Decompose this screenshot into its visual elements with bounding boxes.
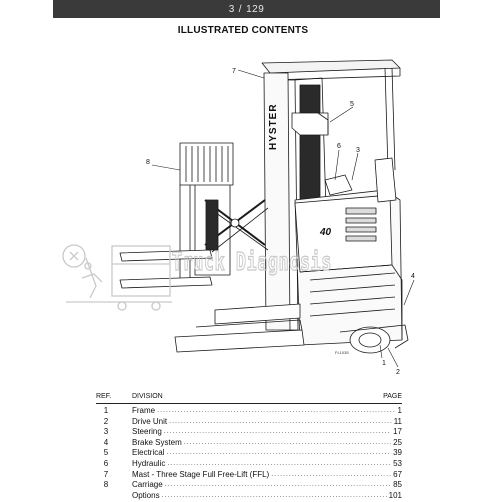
- leader-dots: ........................................…: [161, 491, 387, 499]
- leader-dots: ........................................…: [169, 417, 392, 425]
- toc-row[interactable]: 3 Steering..............................…: [96, 427, 402, 438]
- callout-1: 1: [382, 360, 386, 367]
- brand-decal: HYSTER: [268, 103, 279, 150]
- toc-row[interactable]: 2 Drive Unit............................…: [96, 416, 402, 428]
- leader-dots: ........................................…: [157, 407, 396, 414]
- toc-page: 85: [391, 480, 402, 491]
- leader-dots: ........................................…: [167, 459, 392, 467]
- toc-division: Mast - Three Stage Full Free-Lift (FFL): [132, 469, 272, 481]
- leader-dots: ........................................…: [164, 481, 391, 489]
- toc-division: Electrical: [132, 448, 167, 459]
- callout-7: 7: [232, 68, 236, 75]
- table-of-contents: 1 Frame.................................…: [96, 406, 402, 502]
- callout-4: 4: [411, 273, 415, 280]
- toc-row[interactable]: 5 Electrical............................…: [96, 448, 402, 459]
- page-separator: /: [238, 3, 243, 15]
- model-badge: 40: [319, 227, 332, 238]
- toc-division: Carriage: [132, 480, 165, 491]
- toc-division: Frame: [132, 406, 158, 417]
- toc-ref: 4: [103, 437, 109, 447]
- toc-page: 1: [395, 406, 402, 417]
- toc-header-page: PAGE: [383, 393, 402, 400]
- toc-division: Options: [132, 490, 162, 502]
- toc-division: Brake System: [132, 437, 184, 449]
- toc-ref: 1: [103, 406, 109, 415]
- total-pages: 129: [246, 3, 265, 15]
- toc-page: 53: [391, 458, 402, 470]
- callout-6: 6: [337, 143, 341, 150]
- callout-2: 2: [396, 369, 400, 376]
- page-title: ILLUSTRATED CONTENTS: [177, 25, 309, 36]
- toc-ref: 7: [103, 469, 109, 479]
- callout-3: 3: [356, 147, 360, 154]
- callout-5: 5: [350, 101, 354, 108]
- toc-header-ref: REF.: [96, 393, 112, 400]
- toc-ref: 6: [103, 458, 109, 468]
- toc-row[interactable]: Options.................................…: [96, 490, 402, 502]
- toc-page: 67: [391, 469, 402, 481]
- toc-page: 17: [391, 427, 402, 438]
- toc-divider: [96, 403, 402, 404]
- current-page-number[interactable]: 3: [228, 3, 235, 15]
- leader-dots: ........................................…: [163, 428, 391, 436]
- toc-header: REF. DIVISION PAGE: [96, 393, 406, 403]
- toc-ref: 8: [103, 480, 109, 490]
- callout-8: 8: [146, 159, 150, 166]
- toc-page: 39: [391, 448, 402, 459]
- toc-row[interactable]: 8 Carriage..............................…: [96, 480, 402, 491]
- toc-ref: 3: [103, 427, 109, 437]
- figure-code: FL1035: [335, 350, 349, 355]
- toc-row[interactable]: 1 Frame.................................…: [96, 406, 402, 417]
- pdf-page-indicator-bar: 3 / 129: [53, 0, 440, 18]
- toc-header-division: DIVISION: [132, 393, 163, 400]
- toc-page: 25: [391, 437, 402, 449]
- toc-page: 11: [391, 416, 402, 428]
- toc-division: Drive Unit: [132, 416, 170, 428]
- toc-ref: 2: [103, 416, 109, 426]
- toc-row[interactable]: 4 Brake System..........................…: [96, 437, 402, 449]
- leader-dots: ........................................…: [271, 470, 391, 478]
- forklift-illustration: HYSTER 40 FL1035 7 5 3 6 8 4 2 1: [119, 59, 415, 376]
- toc-ref: 5: [103, 448, 109, 458]
- toc-row[interactable]: 6 Hydraulic.............................…: [96, 458, 402, 470]
- toc-row[interactable]: 7 Mast - Three Stage Full Free-Lift (FFL…: [96, 469, 402, 481]
- toc-page: 101: [386, 490, 402, 502]
- toc-division: Hydraulic: [132, 458, 168, 470]
- leader-dots: ........................................…: [183, 438, 391, 446]
- toc-division: Steering: [132, 427, 164, 438]
- leader-dots: ........................................…: [166, 449, 391, 457]
